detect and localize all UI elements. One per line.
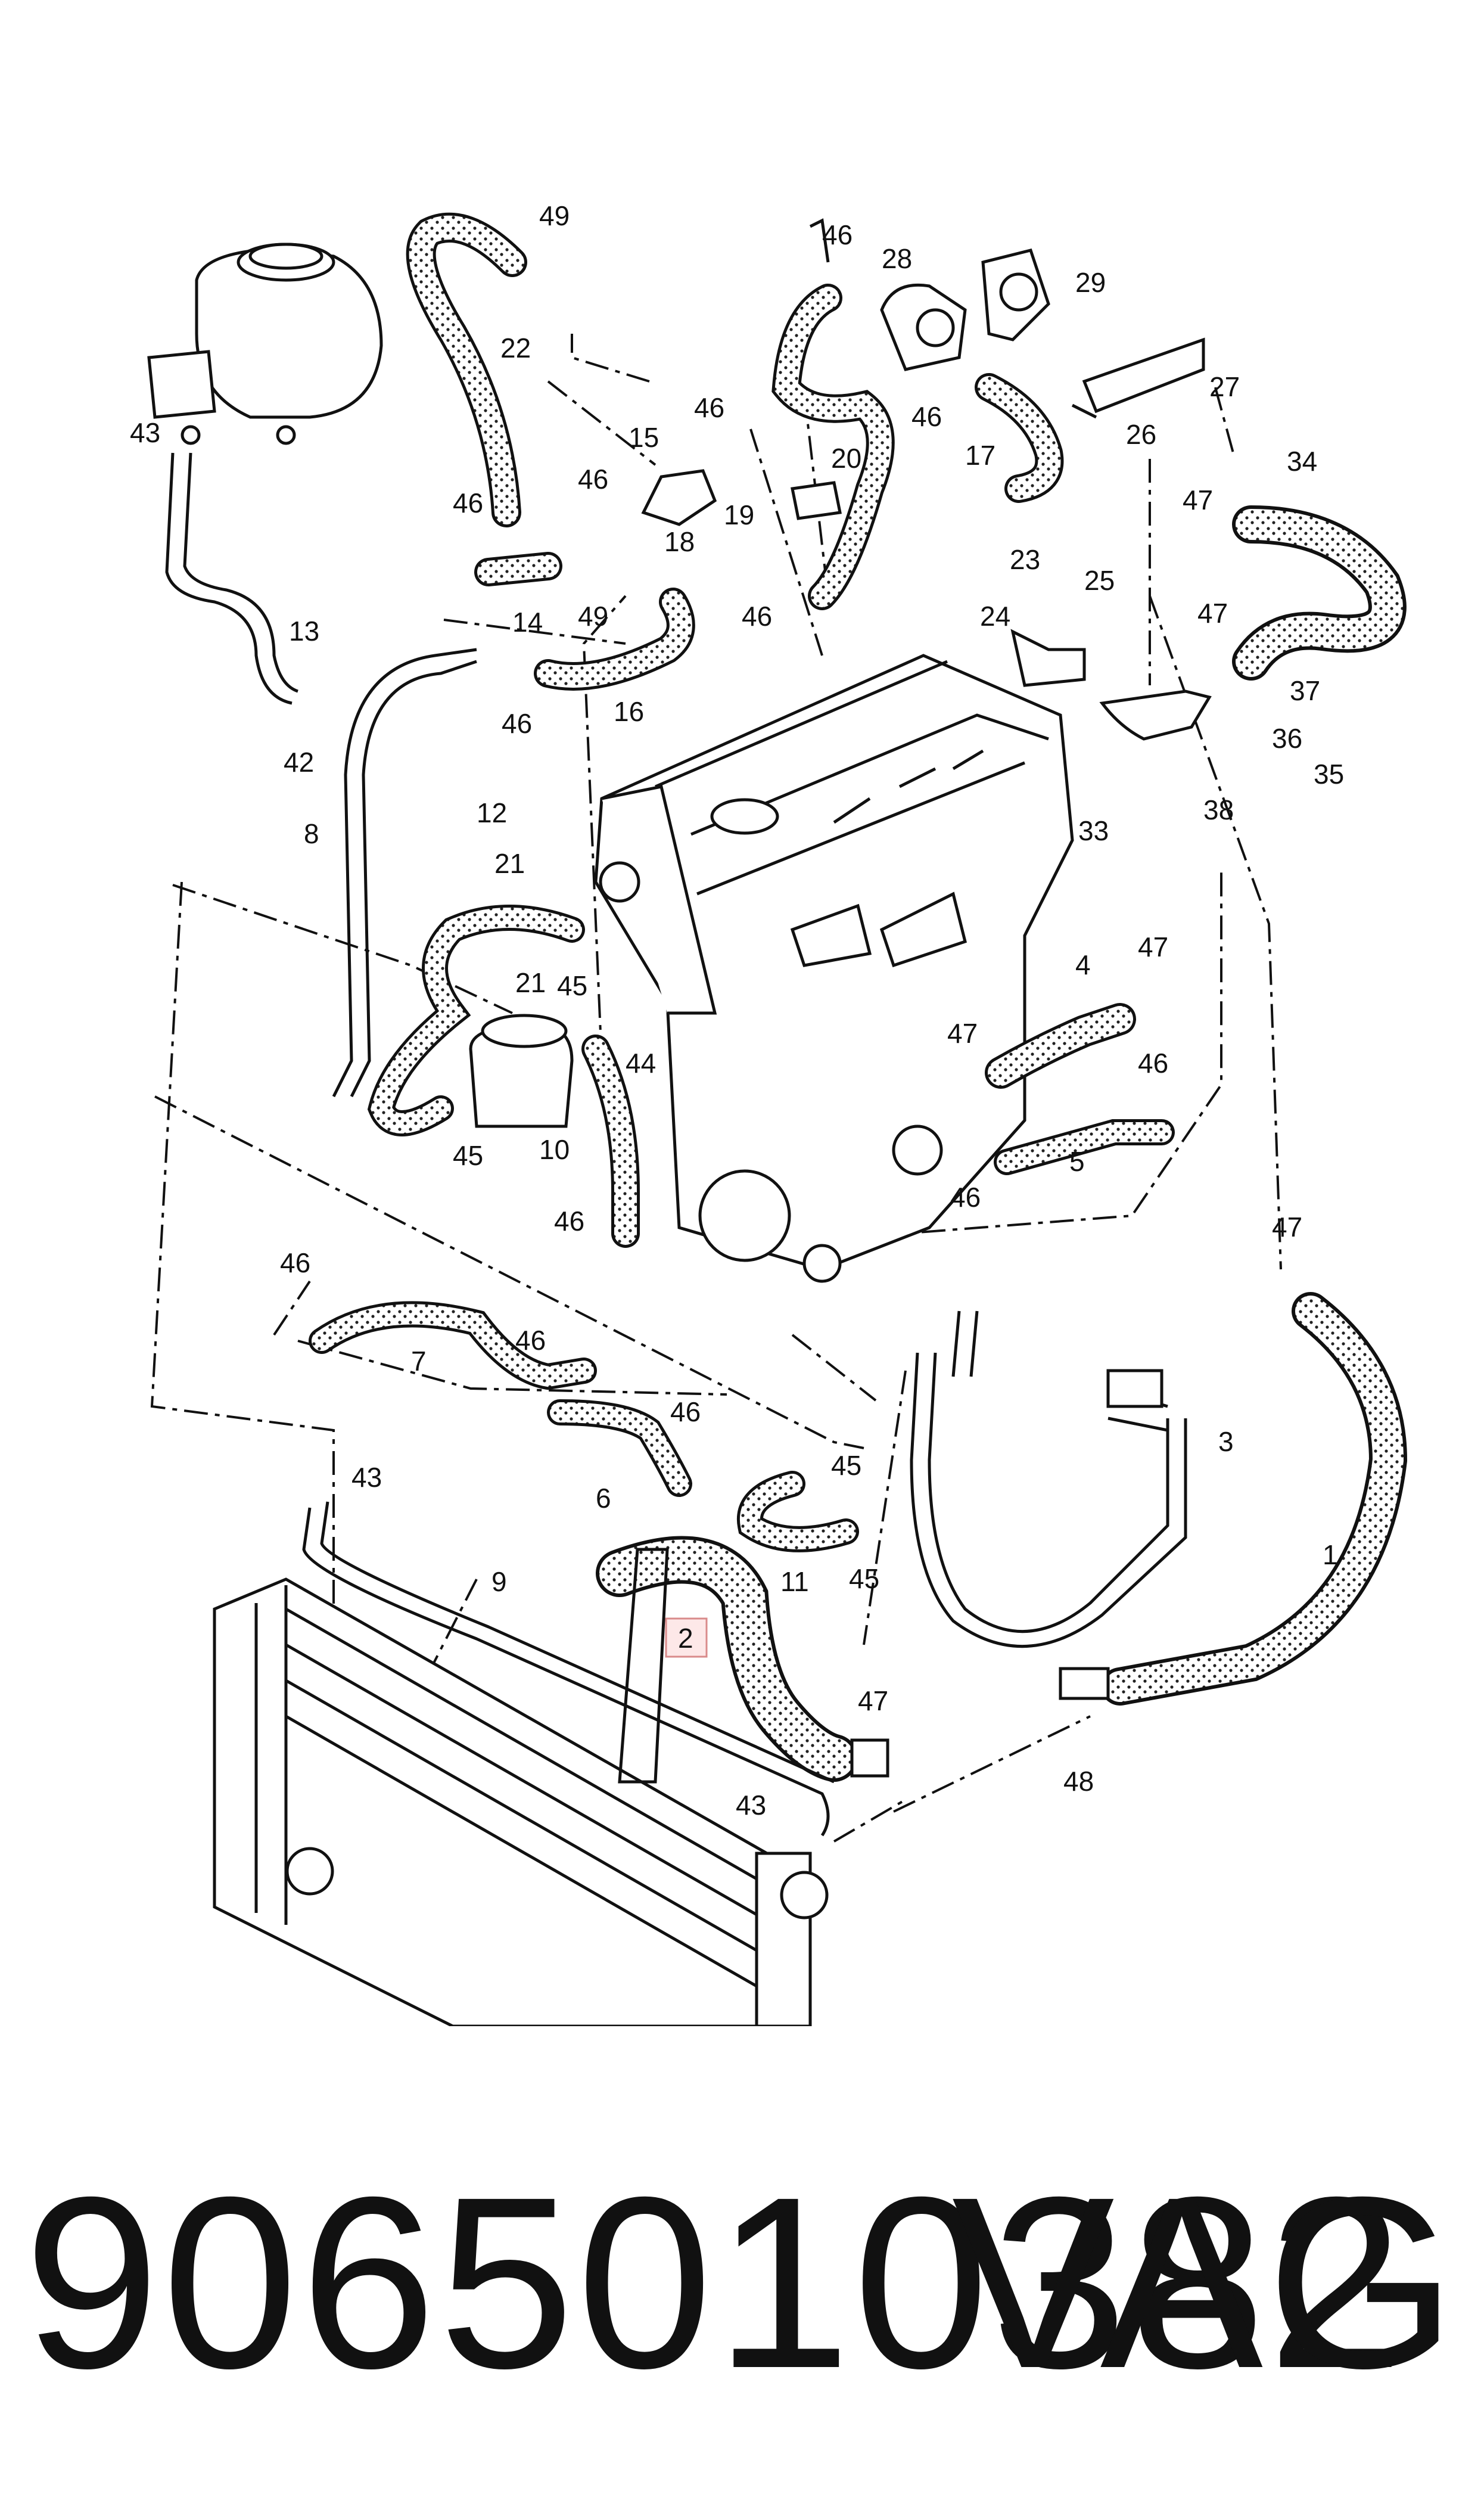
coolant-expansion-tank (147, 243, 383, 445)
callout-label: 47 (1183, 484, 1213, 515)
callout-label: 46 (280, 1247, 310, 1278)
callout-label: 46 (453, 487, 483, 518)
callout-label: 20 (831, 443, 861, 474)
callout-label: 49 (539, 200, 570, 231)
callout-label: 21 (515, 967, 546, 998)
callout-label: 22 (500, 333, 531, 364)
callout-label: 15 (629, 422, 659, 453)
callout-label: 45 (557, 970, 587, 1001)
part-footer: 9065010382 VAG (0, 2122, 1484, 2455)
callout-label: 16 (614, 696, 644, 727)
callout-label: 46 (950, 1182, 981, 1213)
callout-label: 47 (947, 1018, 978, 1049)
callout-label: 45 (453, 1140, 483, 1171)
callout-label: 33 (1078, 815, 1109, 846)
callout-label: 1 (1323, 1539, 1338, 1570)
callout-label: 35 (1314, 759, 1344, 790)
radiator (213, 1577, 829, 2026)
callout-label: 36 (1272, 723, 1302, 754)
callout-label: 17 (965, 440, 995, 471)
callout-label: 19 (724, 499, 754, 530)
callout-label: 46 (822, 219, 853, 250)
callout-label: 26 (1126, 419, 1156, 450)
callout-label: 46 (502, 708, 532, 739)
callout-label: 9 (491, 1566, 507, 1597)
callout-label: 46 (670, 1396, 701, 1427)
callout-label: 45 (831, 1450, 861, 1481)
callout-label: 12 (477, 797, 507, 828)
callout-label: 2 (678, 1623, 693, 1654)
callout-label: 44 (626, 1048, 656, 1079)
callout-label: 46 (742, 601, 772, 632)
callout-label: 45 (849, 1563, 879, 1594)
callout-label: 42 (284, 747, 314, 778)
callout-label: 47 (858, 1685, 888, 1716)
callout-label: 46 (694, 392, 724, 423)
callout-label: 47 (1272, 1212, 1302, 1243)
components (469, 218, 1212, 1784)
callout-label: 38 (1203, 794, 1234, 825)
engine-block (594, 654, 1074, 1283)
callout-label: 47 (1138, 931, 1168, 962)
callout-label: 46 (1138, 1048, 1168, 1079)
callout-label: 46 (911, 401, 942, 432)
callout-label: 3 (1218, 1426, 1234, 1457)
callout-label: 5 (1069, 1146, 1085, 1177)
callout-label: 13 (289, 616, 319, 647)
callout-label: 43 (351, 1462, 382, 1493)
callout-label: 46 (554, 1206, 584, 1237)
callout-label: 37 (1290, 675, 1320, 706)
brand-name: VAG (951, 2146, 1460, 2419)
callout-2-highlight (665, 1617, 708, 1658)
callout-label: 4 (1075, 949, 1091, 980)
callout-label: 10 (539, 1134, 570, 1165)
callout-label: 25 (1084, 565, 1115, 596)
callout-label: 48 (1063, 1766, 1094, 1797)
hoses (309, 212, 1408, 1782)
callout-label: 7 (411, 1346, 427, 1377)
callout-label: 46 (515, 1325, 546, 1356)
callout-label: 46 (578, 464, 608, 495)
parts-diagram: 49 22 46 28 29 27 43 15 46 46 20 46 26 1… (130, 200, 1408, 2026)
callout-label: 21 (494, 848, 525, 879)
callout-label: 29 (1075, 267, 1106, 298)
callout-label: 6 (596, 1483, 611, 1514)
part-number: 9065010382 (24, 2146, 1407, 2419)
callout-label: 47 (1197, 598, 1228, 629)
callout-label: 28 (882, 243, 912, 274)
callout-label: 43 (736, 1790, 766, 1821)
callouts: 49 22 46 28 29 27 43 15 46 46 20 46 26 1… (130, 200, 1344, 1821)
callout-label: 27 (1209, 371, 1240, 402)
callout-label: 11 (780, 1566, 809, 1597)
callout-label: 43 (130, 417, 160, 448)
callout-label: 18 (664, 526, 695, 557)
callout-label: 23 (1010, 544, 1040, 575)
callout-label: 34 (1287, 446, 1317, 477)
callout-label: 14 (512, 607, 543, 638)
callout-label: 24 (980, 601, 1010, 632)
callout-label: 49 (578, 601, 608, 632)
callout-label: 8 (304, 818, 319, 849)
